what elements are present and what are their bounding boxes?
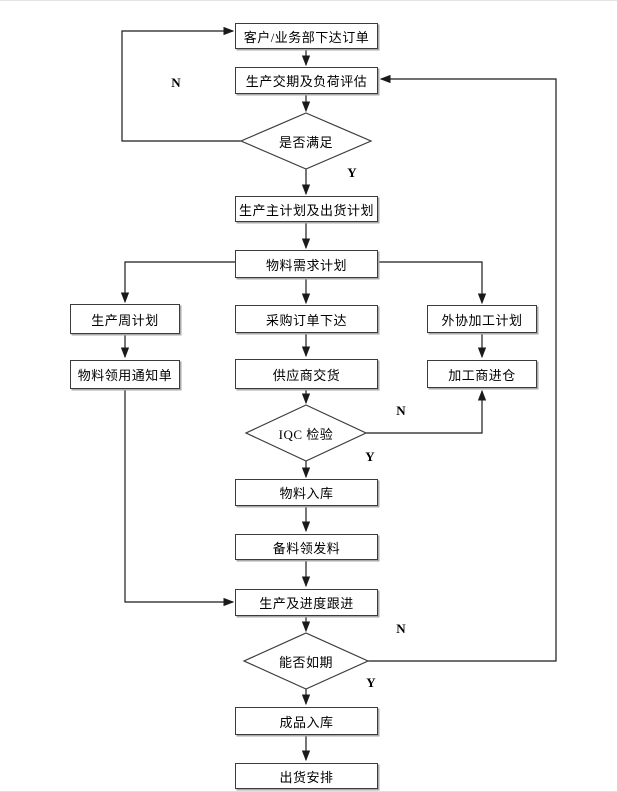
node-material-notice: 物料领用通知单	[70, 360, 180, 389]
edge-mrp-to-weekly	[120, 261, 235, 304]
node-weekly-plan: 生产周计划	[70, 304, 180, 334]
node-iqc-label: IQC 检验	[278, 426, 334, 442]
node-satisfied-label: 是否满足	[278, 134, 333, 150]
node-processor-in: 加工商进仓	[427, 360, 537, 388]
edge-satisfied-no-loop	[121, 26, 241, 142]
label-y-satisfied: Y	[347, 165, 357, 180]
edge-notice-to-follow	[124, 389, 235, 607]
node-shipping: 出货安排	[235, 763, 378, 789]
node-material-in: 物料入库	[235, 479, 378, 506]
edge-mrp-to-outsourcing	[378, 261, 487, 305]
node-material-issue: 备料领发料	[235, 534, 378, 560]
node-customer-order: 客户/业务部下达订单	[235, 23, 378, 49]
node-on-schedule-label: 能否如期	[278, 654, 333, 670]
node-master-plan: 生产主计划及出货计划	[235, 196, 378, 222]
node-load-evaluation: 生产交期及负荷评估	[235, 67, 378, 94]
label-n-satisfied: N	[171, 75, 181, 90]
label-n-iqc: N	[396, 403, 406, 418]
label-y-iqc: Y	[365, 449, 375, 464]
node-production-follow: 生产及进度跟进	[235, 589, 378, 616]
diamond-on-schedule	[242, 632, 370, 690]
node-supplier-delivery: 供应商交货	[235, 359, 378, 389]
label-n-schedule: N	[396, 621, 406, 636]
edge-schedule-no-loop	[368, 74, 557, 662]
node-mrp: 物料需求计划	[235, 250, 378, 278]
node-purchase-order: 采购订单下达	[235, 305, 378, 333]
decision-shapes	[239, 112, 373, 690]
diamond-satisfied	[239, 112, 373, 170]
label-y-schedule: Y	[366, 675, 376, 690]
node-finished-in: 成品入库	[235, 707, 378, 735]
diamond-iqc	[244, 404, 368, 462]
connector-lines	[120, 26, 557, 762]
edge-iqc-no-to-processor	[366, 389, 487, 434]
node-outsourcing-plan: 外协加工计划	[427, 305, 537, 333]
